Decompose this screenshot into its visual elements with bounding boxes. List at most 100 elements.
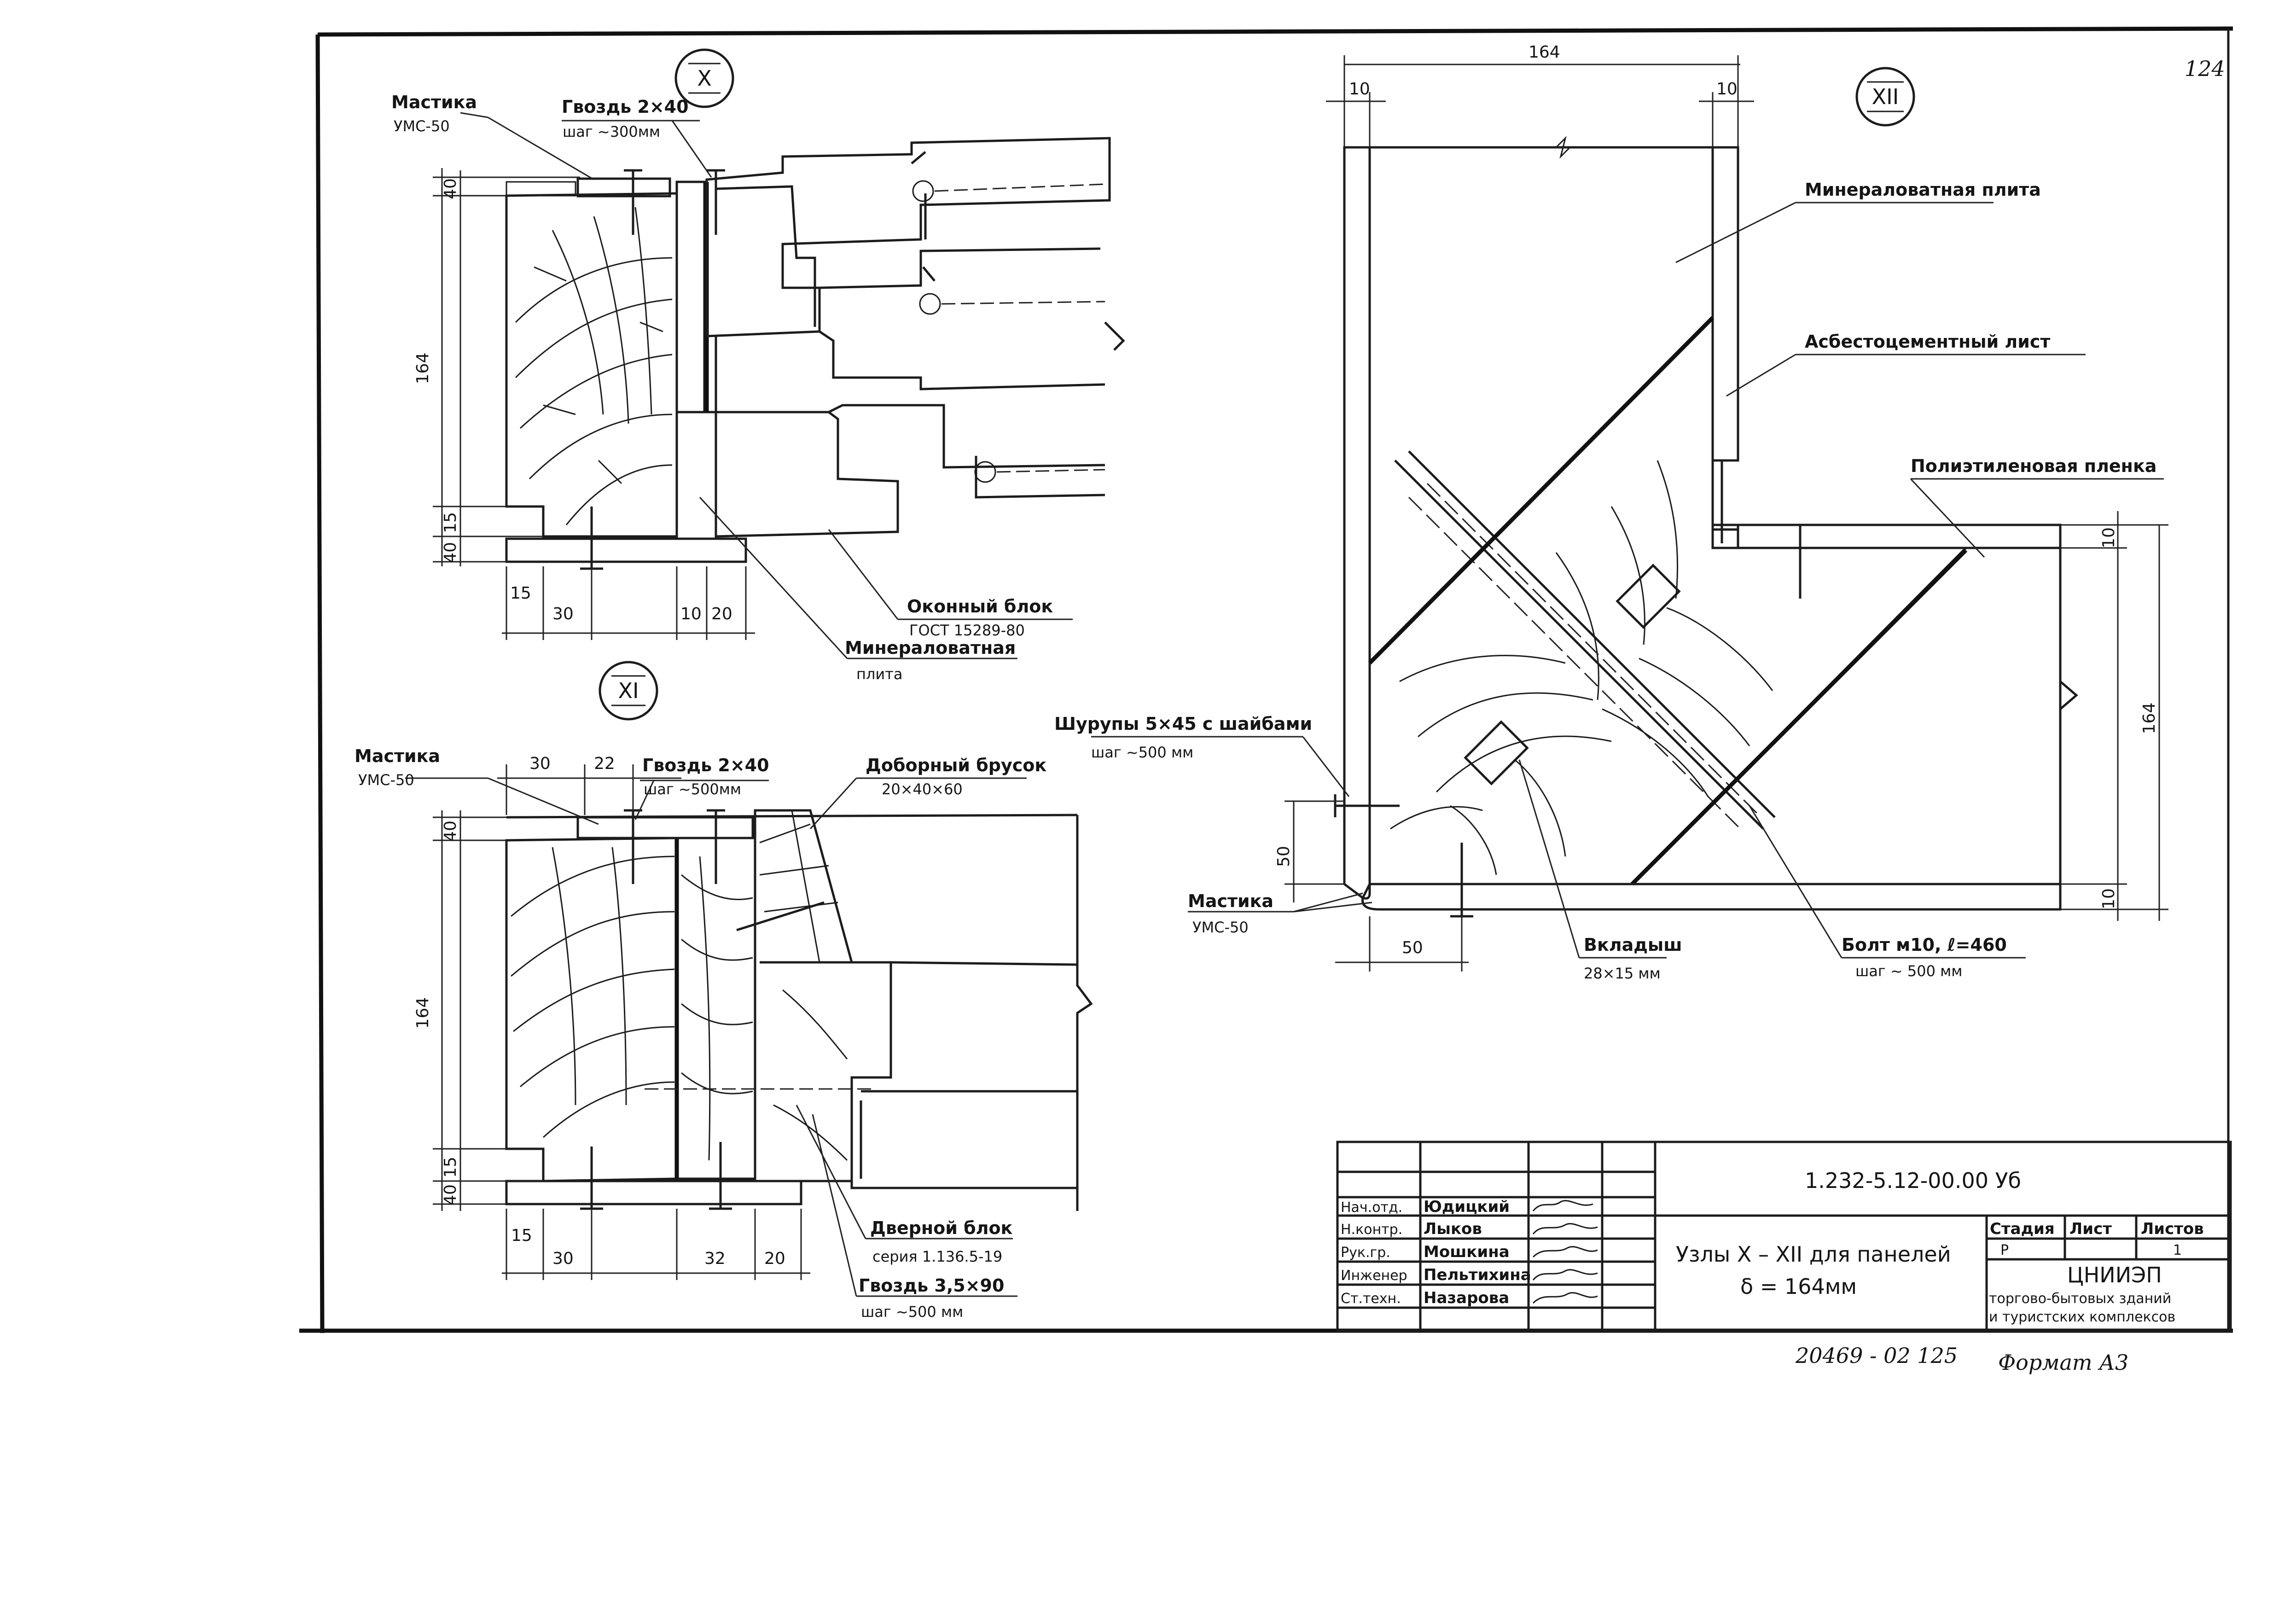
org-line2: торгово-бытовых зданий xyxy=(1989,1291,2171,1307)
role-2: Рук.гр. xyxy=(1341,1245,1390,1261)
name-4: Назарова xyxy=(1424,1289,1509,1307)
node-x: X xyxy=(391,48,1125,683)
node-x-window-label: Оконный блок xyxy=(907,596,1053,617)
node-x-nail-label: Гвоздь 2×40 xyxy=(562,97,689,117)
node-xii-dim-left-50: 50 xyxy=(1274,846,1293,867)
node-xi-dim-b30: 30 xyxy=(552,1249,574,1268)
node-xi: XI xyxy=(355,661,1093,1321)
node-x-dim-total: 164 xyxy=(413,353,432,384)
node-xii-bottom-sheet xyxy=(1361,883,2062,911)
node-xii-mineral-upper xyxy=(1368,146,1714,666)
node-xi-nails xyxy=(580,809,825,1210)
node-xii-dim-top-l: 10 xyxy=(1349,80,1370,99)
node-xi-wood-left xyxy=(505,837,678,1182)
node-xi-door-frame xyxy=(645,809,1093,1211)
node-xi-mastika-sub: УМС-50 xyxy=(358,771,414,789)
node-xii-screw-label: Шурупы 5×45 с шайбами xyxy=(1054,714,1312,734)
node-xi-dim-b15: 15 xyxy=(511,1226,532,1245)
node-xi-nail2-label: Гвоздь 3,5×90 xyxy=(859,1275,1004,1296)
node-x-mineral-wool-lower xyxy=(675,411,717,540)
node-x-dim-b20: 20 xyxy=(711,605,732,623)
node-xi-nail-sub: шаг ~500мм xyxy=(644,780,741,798)
node-xii-mastika-sub: УМС-50 xyxy=(1192,919,1249,936)
node-xi-dim-b32: 32 xyxy=(704,1249,726,1268)
sheets-header: Листов xyxy=(2141,1220,2204,1238)
node-xii-wood-core xyxy=(1368,314,1969,885)
signatures xyxy=(1532,1200,1598,1304)
node-x-dim-b10: 10 xyxy=(680,605,702,623)
role-4: Ст.техн. xyxy=(1341,1291,1401,1307)
node-x-badge: X xyxy=(674,48,734,108)
node-xi-dim-t30: 30 xyxy=(529,754,551,773)
node-xi-dimensions: 164 40 15 40 30 22 15 30 32 20 xyxy=(413,754,810,1280)
node-xii-dim-right-bottom: 10 xyxy=(2099,888,2118,909)
node-xii-dimensions: 164 10 10 164 10 10 50 50 xyxy=(1274,43,2168,972)
node-xii-screws xyxy=(1334,460,1812,918)
sheet-frame xyxy=(299,26,2233,1333)
node-x-top-sheet xyxy=(576,177,671,198)
node-x-mastika-label: Мастика xyxy=(391,92,477,112)
node-x-dim-top: 40 xyxy=(441,178,460,199)
role-1: Н.контр. xyxy=(1341,1222,1402,1238)
node-x-nails xyxy=(580,169,725,570)
stage-header: Стадия xyxy=(1990,1220,2055,1238)
node-x-mineral-label: Минераловатная xyxy=(845,638,1016,658)
node-xi-badge-label: XI xyxy=(618,678,639,703)
name-2: Мошкина xyxy=(1424,1243,1510,1261)
page-number: 124 xyxy=(2185,56,2225,81)
node-x-dim-15: 15 xyxy=(441,512,460,533)
node-xii: XII xyxy=(1054,43,2168,982)
title-block-code: 1.232-5.12-00.00 Уб xyxy=(1805,1168,2021,1193)
node-xi-nail2-sub: шаг ~500 мм xyxy=(861,1303,963,1321)
node-xi-dim-t22: 22 xyxy=(594,754,615,773)
sheets-value: 1 xyxy=(2173,1242,2182,1258)
node-xii-dim-top-total: 164 xyxy=(1529,43,1560,62)
node-xii-dim-right-total: 164 xyxy=(2140,703,2159,734)
node-xi-door-sub: серия 1.136.5-19 xyxy=(872,1248,1002,1265)
node-xii-dim-bottom-50: 50 xyxy=(1402,938,1423,957)
node-xii-horizontal-top-sheet xyxy=(1737,524,2062,549)
node-xi-bottom-sheet xyxy=(505,1180,802,1205)
node-xii-mineral-lower xyxy=(1629,547,2062,885)
role-3: Инженер xyxy=(1341,1268,1407,1284)
title-block: 1.232-5.12-00.00 Уб Нач.отд. Н.контр. Ру… xyxy=(1336,1141,2232,1332)
node-xi-bar-label: Доборный брусок xyxy=(866,755,1046,775)
node-x-nail-sub: шаг ~300мм xyxy=(563,123,660,140)
node-x-window-block xyxy=(705,137,1125,538)
node-xii-bolt-label: Болт м10, ℓ=460 xyxy=(1842,935,2007,955)
node-xii-bolt-sub: шаг ~ 500 мм xyxy=(1855,962,1962,980)
name-1: Лыков xyxy=(1424,1220,1482,1238)
title-line1: Узлы X – XII для панелей xyxy=(1676,1242,1951,1267)
node-x-dim-40: 40 xyxy=(441,542,460,563)
node-xii-asbestos-label: Асбестоцементный лист xyxy=(1805,332,2050,352)
title-line2: δ = 164мм xyxy=(1740,1274,1857,1299)
node-xi-dim-total: 164 xyxy=(413,997,432,1029)
node-xii-screw-sub: шаг ~500 мм xyxy=(1091,744,1193,761)
node-xi-dim-15: 15 xyxy=(441,1157,460,1178)
node-x-badge-label: X xyxy=(697,66,712,91)
node-xi-mastika-label: Мастика xyxy=(355,746,440,766)
node-xii-dim-top-r: 10 xyxy=(1716,80,1738,99)
node-xii-badge-label: XII xyxy=(1872,84,1899,109)
node-xi-nail-label: Гвоздь 2×40 xyxy=(642,755,769,775)
org-line3: и туристских комплексов xyxy=(1989,1309,2175,1325)
node-x-dimensions: 164 40 15 40 15 30 10 20 xyxy=(413,168,755,640)
node-x-mineral-sub: плита xyxy=(856,665,902,683)
stage-value: Р xyxy=(2000,1242,2009,1258)
node-xii-dim-right-top: 10 xyxy=(2099,527,2118,548)
node-x-mastika-sub: УМС-50 xyxy=(394,117,450,135)
node-x-mineral-wool xyxy=(675,180,706,413)
node-xii-polyethylene-label: Полиэтиленовая пленка xyxy=(1911,456,2156,476)
role-0: Нач.отд. xyxy=(1341,1199,1402,1216)
node-x-dim-b15: 15 xyxy=(510,584,531,603)
node-xi-dim-40: 40 xyxy=(441,1184,460,1205)
node-xi-badge: XI xyxy=(599,661,658,721)
org-name: ЦНИИЭП xyxy=(2067,1263,2162,1287)
node-xi-door-label: Дверной блок xyxy=(870,1218,1013,1238)
node-xii-mastika-label: Мастика xyxy=(1188,891,1273,911)
node-xii-corner-fill xyxy=(1711,524,1739,549)
node-x-bottom-sheet xyxy=(505,537,747,563)
node-xii-mineral-label: Минераловатная плита xyxy=(1805,180,2041,200)
node-xii-insert-sub: 28×15 мм xyxy=(1584,965,1661,982)
node-x-window-sub: ГОСТ 15289-80 xyxy=(909,622,1025,639)
